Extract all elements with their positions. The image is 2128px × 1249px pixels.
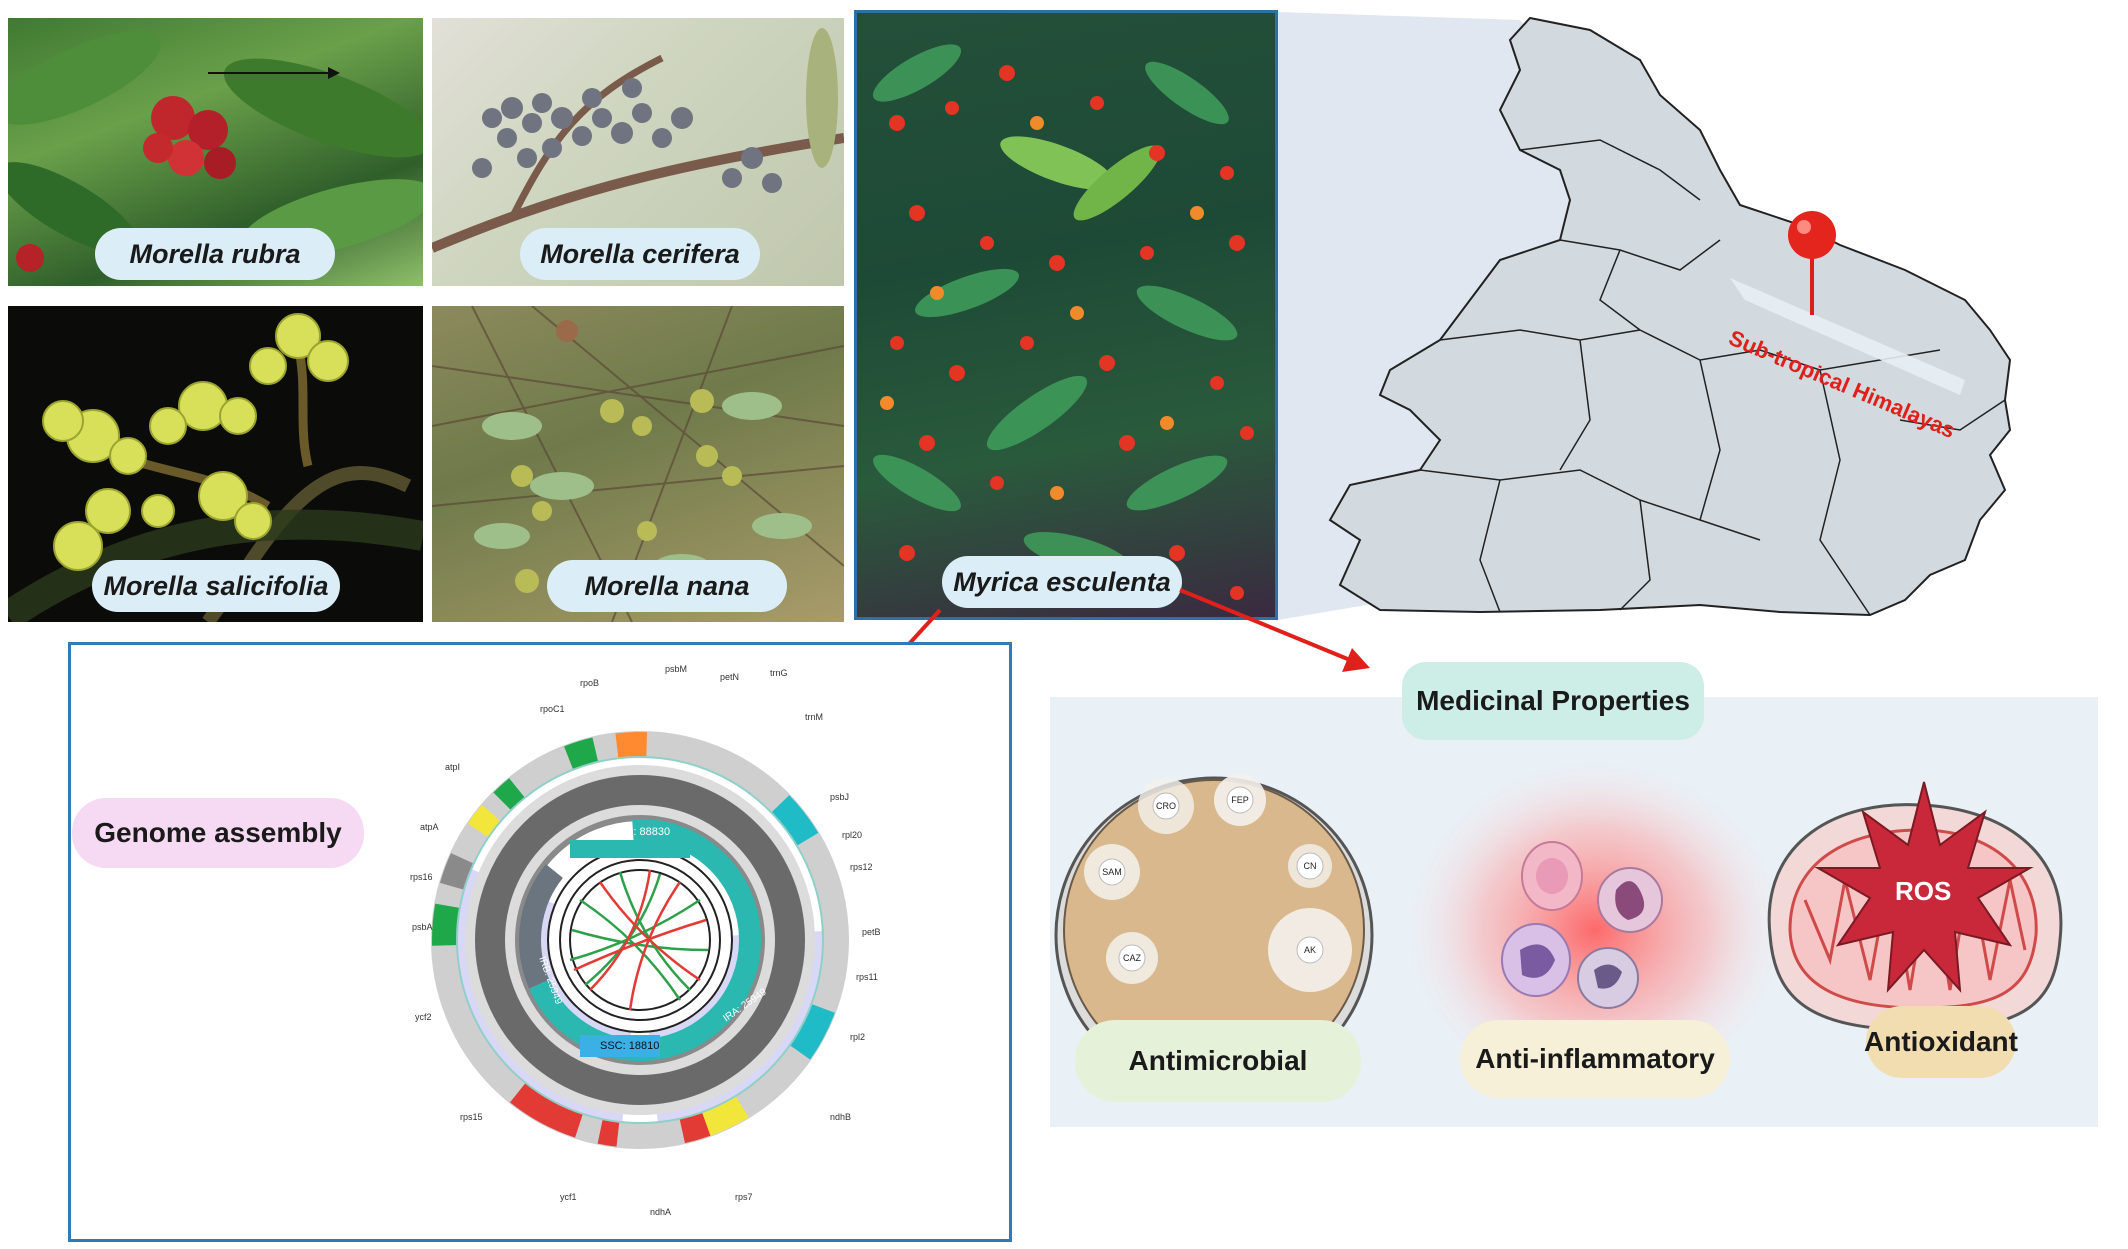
morella-rubra-illustration <box>8 31 423 272</box>
disc-caz: CAZ <box>1123 953 1142 963</box>
arrow-head-medicinal <box>1342 648 1370 672</box>
label-morella-cerifera: Morella cerifera <box>520 228 760 280</box>
svg-text:rpoC1: rpoC1 <box>540 704 565 714</box>
petri-dish-icon: CRO FEP SAM CN CAZ AK <box>1054 774 1374 1094</box>
svg-text:rpoB: rpoB <box>580 678 599 688</box>
medicinal-properties-title: Medicinal Properties <box>1402 662 1704 740</box>
antioxidant-label: Antioxidant <box>1864 1006 2018 1078</box>
svg-text:rps15: rps15 <box>460 1112 483 1122</box>
gene-blocks <box>432 732 848 1148</box>
svg-text:trnG: trnG <box>770 668 788 678</box>
genome-ssc-label: SSC: 18810 <box>600 1040 660 1052</box>
svg-text:psbM: psbM <box>665 664 687 674</box>
disc-cn: CN <box>1304 861 1317 871</box>
ir-ring <box>519 819 761 1061</box>
immune-cells-icon <box>1501 841 1663 1009</box>
gene-labels: rpoC1 rpoB psbM petN trnG trnM psbJ rpl20 rp… <box>410 664 881 1217</box>
label-morella-rubra: Morella rubra <box>95 228 335 280</box>
morella-salicifolia-illustration <box>8 313 423 622</box>
svg-text:rps16: rps16 <box>410 872 433 882</box>
antimicrobial-label: Antimicrobial <box>1075 1020 1361 1102</box>
ros-burst-icon <box>1814 781 2034 993</box>
svg-text:atpI: atpI <box>445 762 460 772</box>
state-boundaries <box>1419 139 2006 616</box>
photo-myrica-esculenta <box>854 10 1278 620</box>
anti-inflammatory-label: Anti-inflammatory <box>1460 1020 1730 1098</box>
repeat-links-green <box>569 871 709 1001</box>
svg-text:rps7: rps7 <box>735 1192 753 1202</box>
svg-text:petB: petB <box>862 927 881 937</box>
svg-text:ndhA: ndhA <box>650 1207 671 1217</box>
disc-cro: CRO <box>1156 801 1176 811</box>
label-morella-nana: Morella nana <box>547 560 787 612</box>
svg-text:psbA: psbA <box>412 922 433 932</box>
gc-content-ring <box>475 775 805 1105</box>
disc-fep: FEP <box>1231 795 1249 805</box>
photo-morella-salicifolia <box>8 306 423 622</box>
svg-text:trnM: trnM <box>805 712 823 722</box>
disc-ak: AK <box>1304 945 1316 955</box>
myrica-esculenta-illustration <box>872 44 1254 600</box>
svg-text:rps12: rps12 <box>850 862 873 872</box>
label-myrica-esculenta: Myrica esculenta <box>942 556 1182 608</box>
svg-text:ycf2: ycf2 <box>415 1012 432 1022</box>
arrow-to-medicinal <box>1179 588 1351 662</box>
svg-text:ndhB: ndhB <box>830 1112 851 1122</box>
svg-text:psbJ: psbJ <box>830 792 849 802</box>
svg-text:rps11: rps11 <box>856 972 878 982</box>
svg-text:atpA: atpA <box>420 822 439 832</box>
repeat-links-red <box>573 869 707 1011</box>
svg-text:rpl2: rpl2 <box>850 1032 865 1042</box>
ssc-box <box>580 1035 660 1057</box>
svg-text:petN: petN <box>720 672 739 682</box>
label-band <box>1730 278 1965 395</box>
svg-text:rpl20: rpl20 <box>842 830 862 840</box>
svg-text:ycf1: ycf1 <box>560 1192 577 1202</box>
morella-cerifera-illustration <box>432 28 844 253</box>
photo-morella-rubra <box>8 18 423 286</box>
lsc-box <box>570 840 690 858</box>
disc-sam: SAM <box>1102 867 1122 877</box>
genome-assembly-label: Genome assembly <box>72 798 364 868</box>
genome-lsc-label: LSC: 88830 <box>612 826 671 838</box>
ros-label: ROS <box>1895 876 1952 906</box>
inflammation-glow <box>1405 760 1785 1100</box>
label-morella-salicifolia: Morella salicifolia <box>92 560 340 612</box>
